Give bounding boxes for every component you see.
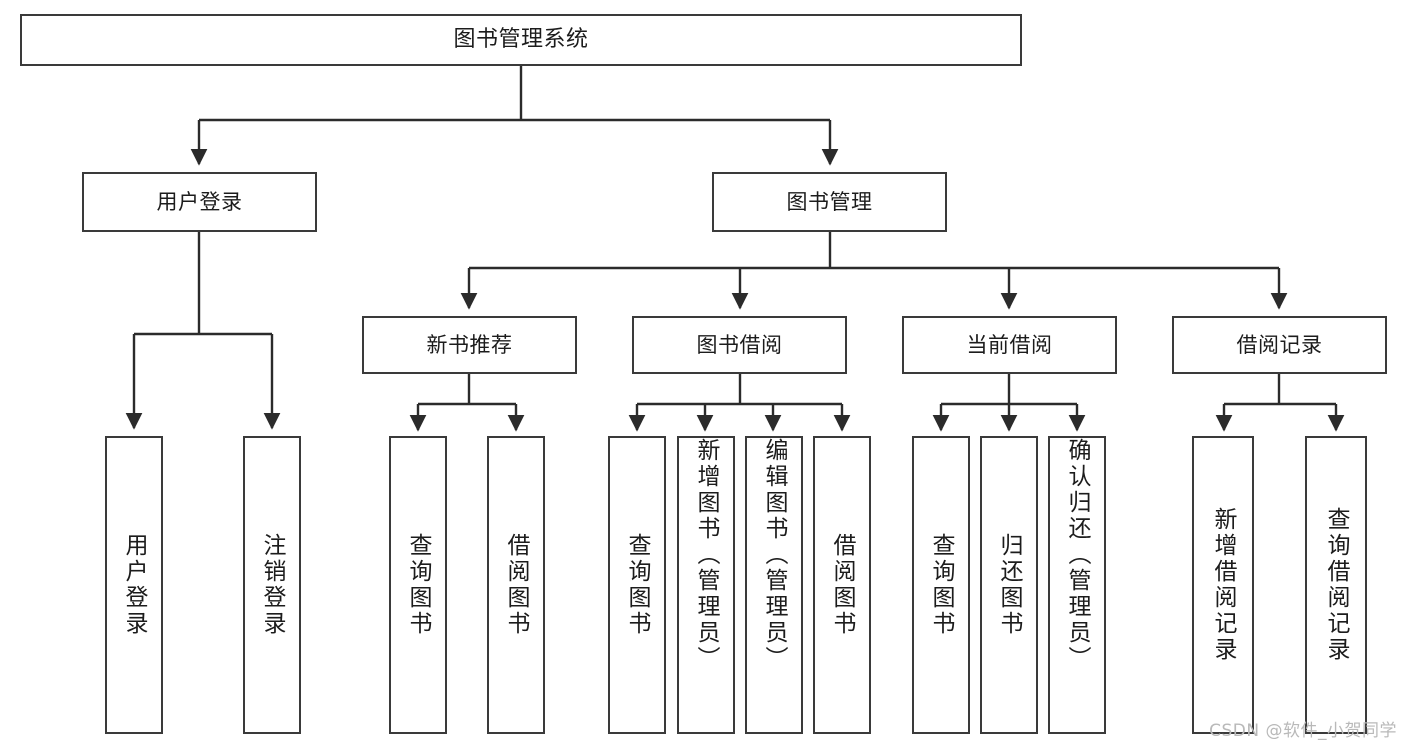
node-new-book-recommend[interactable]: 新书推荐 <box>362 316 577 374</box>
node-label: 当前借阅 <box>966 332 1053 357</box>
node-label: 图书管理系统 <box>453 27 589 53</box>
node-label: 归还图书 <box>996 533 1023 637</box>
node-label: 查询图书 <box>624 533 651 637</box>
leaf-borrow-query-book[interactable]: 查询图书 <box>608 436 666 734</box>
leaf-borrow-borrow-book[interactable]: 借阅图书 <box>813 436 871 734</box>
node-label: 借阅记录 <box>1236 332 1323 357</box>
node-label: 注销登录 <box>259 533 286 637</box>
leaf-new-book-query[interactable]: 查询图书 <box>389 436 447 734</box>
leaf-current-query-book[interactable]: 查询图书 <box>912 436 970 734</box>
leaf-records-add-record[interactable]: 新增借阅记录 <box>1192 436 1254 734</box>
leaf-borrow-add-book-admin[interactable]: 新增图书（管理员） <box>677 436 735 734</box>
node-label: 图书管理 <box>786 189 873 214</box>
node-label: 新增借阅记录 <box>1210 507 1237 663</box>
node-borrow-records[interactable]: 借阅记录 <box>1172 316 1387 374</box>
node-label: 图书借阅 <box>696 332 783 357</box>
leaf-new-book-borrow[interactable]: 借阅图书 <box>487 436 545 734</box>
node-label: 查询借阅记录 <box>1323 507 1350 663</box>
node-label: 新增图书（管理员） <box>693 438 720 672</box>
leaf-user-login-signin[interactable]: 用户登录 <box>105 436 163 734</box>
node-label: 编辑图书（管理员） <box>761 438 788 672</box>
node-label: 查询图书 <box>928 533 955 637</box>
node-label: 用户登录 <box>121 533 148 637</box>
leaf-current-confirm-return-admin[interactable]: 确认归还（管理员） <box>1048 436 1106 734</box>
node-current-borrow[interactable]: 当前借阅 <box>902 316 1117 374</box>
node-label: 查询图书 <box>405 533 432 637</box>
csdn-watermark: CSDN @软件_小贺同学 <box>1209 721 1397 741</box>
node-user-login[interactable]: 用户登录 <box>82 172 317 232</box>
node-label: 借阅图书 <box>503 533 530 637</box>
leaf-user-login-signout[interactable]: 注销登录 <box>243 436 301 734</box>
node-root-system[interactable]: 图书管理系统 <box>20 14 1022 66</box>
leaf-current-return-book[interactable]: 归还图书 <box>980 436 1038 734</box>
node-label: 用户登录 <box>156 189 243 214</box>
node-label: 确认归还（管理员） <box>1064 438 1091 672</box>
leaf-borrow-edit-book-admin[interactable]: 编辑图书（管理员） <box>745 436 803 734</box>
node-label: 新书推荐 <box>426 332 513 357</box>
node-book-borrow[interactable]: 图书借阅 <box>632 316 847 374</box>
node-book-management[interactable]: 图书管理 <box>712 172 947 232</box>
node-label: 借阅图书 <box>829 533 856 637</box>
leaf-records-query-record[interactable]: 查询借阅记录 <box>1305 436 1367 734</box>
